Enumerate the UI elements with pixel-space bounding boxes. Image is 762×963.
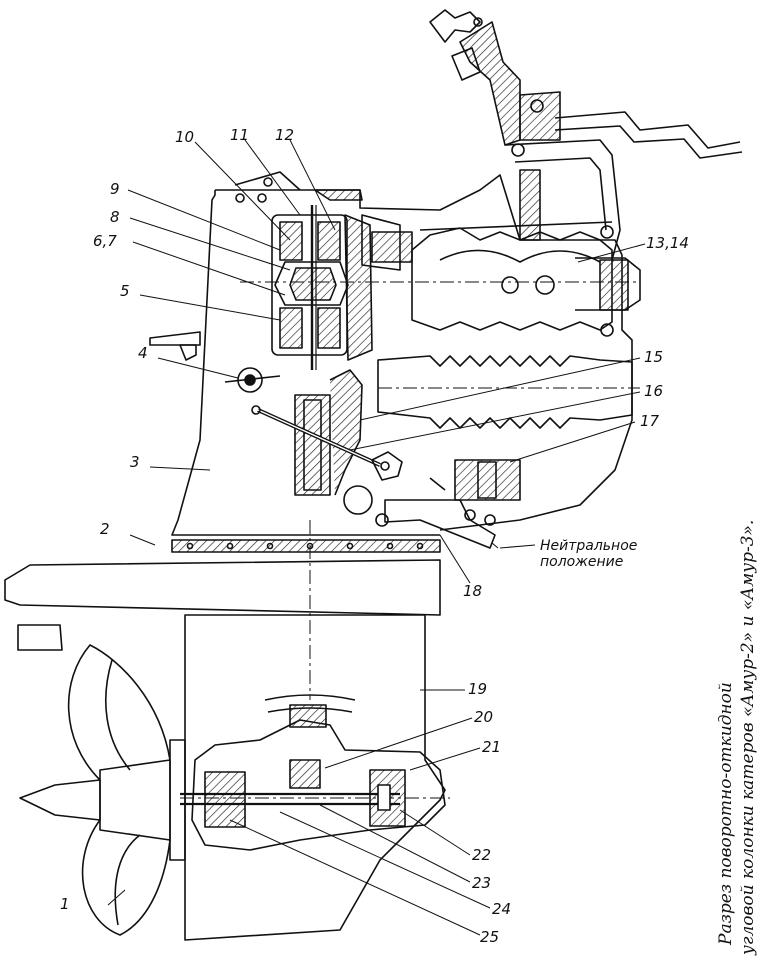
- callout-20: 20: [474, 708, 494, 726]
- callout-18: 18: [463, 582, 483, 600]
- callout-6-7: 6,7: [93, 232, 117, 250]
- callout-16: 16: [644, 382, 664, 400]
- callout-11: 11: [230, 126, 250, 144]
- upper-gear-housing: [171, 171, 641, 536]
- control-lever-bracket: [429, 9, 743, 261]
- callout-8: 8: [110, 208, 120, 226]
- callout-12: 12: [275, 126, 295, 144]
- neutral-note-line2: положение: [540, 554, 624, 571]
- figure-caption-line2: угловой колонки катеров «Амур-2» и «Амур…: [738, 519, 758, 955]
- callout-19: 19: [468, 680, 488, 698]
- callout-22: 22: [472, 846, 492, 864]
- neutral-position-note: Нейтральное положение: [540, 538, 637, 570]
- callout-25: 25: [480, 928, 500, 946]
- callout-10: 10: [175, 128, 195, 146]
- callout-15: 15: [644, 348, 664, 366]
- callout-1: 1: [60, 895, 70, 913]
- callout-5: 5: [120, 282, 130, 300]
- callout-21: 21: [482, 738, 502, 756]
- callout-3: 3: [130, 453, 140, 471]
- shift-linkage: [149, 331, 521, 549]
- lower-gearcase: [4, 520, 450, 941]
- neutral-note-line1: Нейтральное: [540, 538, 638, 554]
- figure-caption-line1: Разрез поворотно-откидной: [716, 682, 736, 945]
- callout-4: 4: [138, 344, 148, 362]
- callout-9: 9: [110, 180, 120, 198]
- leader-lines: [107, 139, 646, 936]
- callout-24: 24: [492, 900, 512, 918]
- callout-13-14: 13,14: [646, 234, 689, 252]
- callout-23: 23: [472, 874, 492, 892]
- callout-2: 2: [100, 520, 110, 538]
- callout-17: 17: [640, 412, 660, 430]
